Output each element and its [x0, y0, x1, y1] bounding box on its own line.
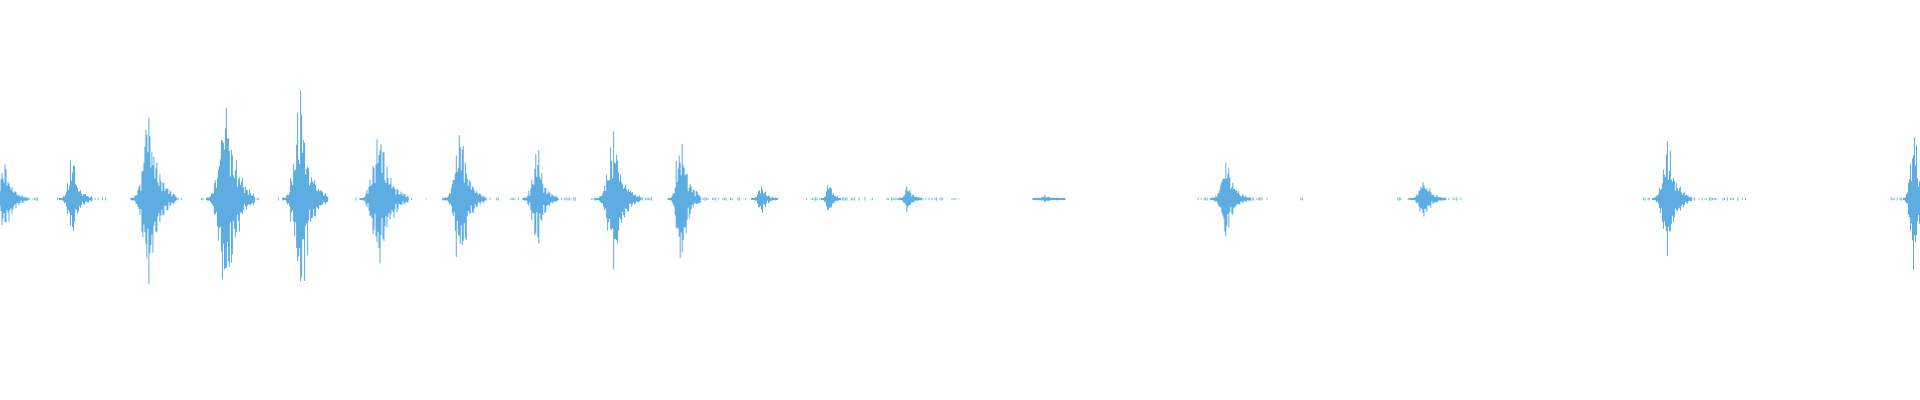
waveform-burst: [282, 90, 329, 282]
waveform-burst: [1032, 195, 1066, 203]
waveform-burst: [595, 131, 642, 269]
waveform-burst: [359, 139, 409, 264]
waveform-burst: [1651, 141, 1692, 256]
waveform-burst: [522, 150, 559, 244]
waveform-burst: [898, 186, 922, 213]
waveform-burst: [1210, 162, 1251, 237]
waveform-burst: [820, 184, 841, 211]
waveform-burst: [0, 164, 29, 225]
waveform-burst: [1409, 182, 1446, 217]
waveform-burst: [205, 108, 256, 280]
waveform-burst: [59, 160, 93, 231]
waveform-burst: [667, 143, 701, 259]
waveform-burst: [751, 186, 778, 213]
noise-segment: [1300, 197, 1303, 201]
waveform-burst: [442, 135, 486, 257]
waveform-bursts-layer: [0, 90, 1920, 284]
waveform-burst: [130, 117, 177, 284]
noise-segment: [886, 197, 960, 201]
waveform-burst: [1903, 137, 1920, 270]
